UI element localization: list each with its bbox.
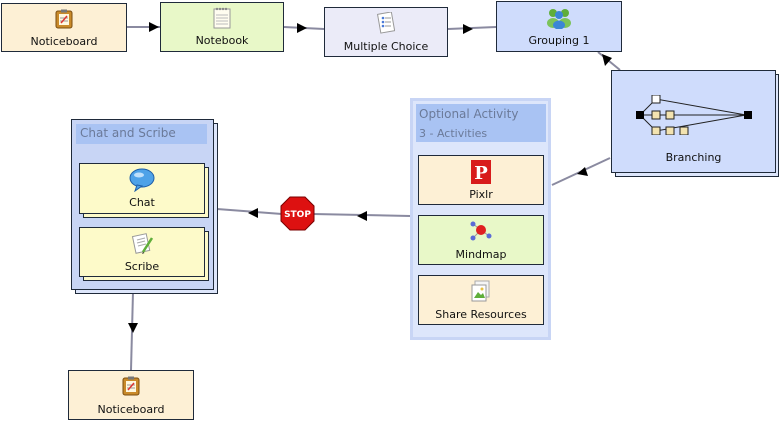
chat-icon bbox=[129, 168, 155, 192]
activity-mindmap[interactable]: Mindmap bbox=[418, 215, 544, 265]
noticeboard-icon bbox=[55, 9, 73, 29]
pixlr-label: Pixlr bbox=[469, 188, 493, 201]
activity-chat[interactable]: Chat bbox=[79, 163, 205, 214]
optional-activity-panel[interactable]: Optional Activity 3 - Activities P Pixlr… bbox=[410, 98, 551, 340]
arrowhead bbox=[463, 24, 473, 34]
arrowhead bbox=[297, 23, 307, 33]
arrowhead bbox=[602, 54, 612, 66]
grouping-label: Grouping 1 bbox=[528, 34, 590, 47]
arrowhead bbox=[149, 22, 159, 32]
chat-scribe-panel[interactable]: Chat and Scribe Chat Scribe bbox=[71, 119, 214, 290]
arrowhead bbox=[248, 208, 258, 218]
connector-multiple-choice-grouping bbox=[447, 26, 497, 30]
connector-stop-chatscribe bbox=[216, 208, 283, 215]
activity-notebook[interactable]: Notebook bbox=[160, 2, 284, 52]
arrowhead bbox=[357, 211, 367, 221]
pixlr-icon: P bbox=[471, 160, 491, 184]
chatscribe-header bbox=[76, 124, 207, 144]
multiple-choice-icon bbox=[377, 12, 395, 34]
scribe-icon bbox=[131, 233, 153, 254]
activity-multiple-choice[interactable]: Multiple Choice bbox=[324, 7, 448, 57]
scribe-label: Scribe bbox=[124, 260, 160, 273]
chat-label: Chat bbox=[129, 196, 155, 209]
noticeboard-bottom-label: Noticeboard bbox=[97, 403, 165, 416]
arrowhead bbox=[577, 167, 588, 176]
optional-subtitle: 3 - Activities bbox=[419, 127, 488, 140]
share-resources-icon bbox=[471, 280, 490, 302]
mindmap-label: Mindmap bbox=[455, 248, 507, 261]
multiple-choice-label: Multiple Choice bbox=[343, 40, 429, 53]
activity-share-resources[interactable]: Share Resources bbox=[418, 275, 544, 325]
activity-grouping[interactable]: Grouping 1 bbox=[496, 1, 622, 52]
grouping-icon bbox=[547, 9, 571, 29]
activity-branching[interactable]: Branching bbox=[611, 70, 776, 173]
branching-label: Branching bbox=[665, 151, 722, 164]
activity-scribe[interactable]: Scribe bbox=[79, 227, 205, 277]
branching-icon bbox=[636, 95, 752, 135]
stop-label: STOP bbox=[284, 210, 311, 220]
notebook-icon bbox=[213, 7, 231, 29]
activity-noticeboard[interactable]: Noticeboard bbox=[1, 3, 127, 52]
optional-header bbox=[416, 104, 546, 142]
notebook-label: Notebook bbox=[195, 34, 249, 47]
noticeboard-label: Noticeboard bbox=[30, 35, 98, 48]
activity-noticeboard-bottom[interactable]: Noticeboard bbox=[68, 370, 194, 420]
activity-pixlr[interactable]: P Pixlr bbox=[418, 155, 544, 205]
chatscribe-title: Chat and Scribe bbox=[80, 126, 176, 140]
arrowhead bbox=[128, 323, 138, 333]
mindmap-icon bbox=[470, 221, 492, 241]
noticeboard-icon bbox=[122, 376, 140, 396]
stop-sign: STOP bbox=[280, 196, 315, 231]
share-resources-label: Share Resources bbox=[435, 308, 527, 321]
svg-text:P: P bbox=[474, 163, 488, 184]
optional-title: Optional Activity bbox=[419, 107, 519, 121]
